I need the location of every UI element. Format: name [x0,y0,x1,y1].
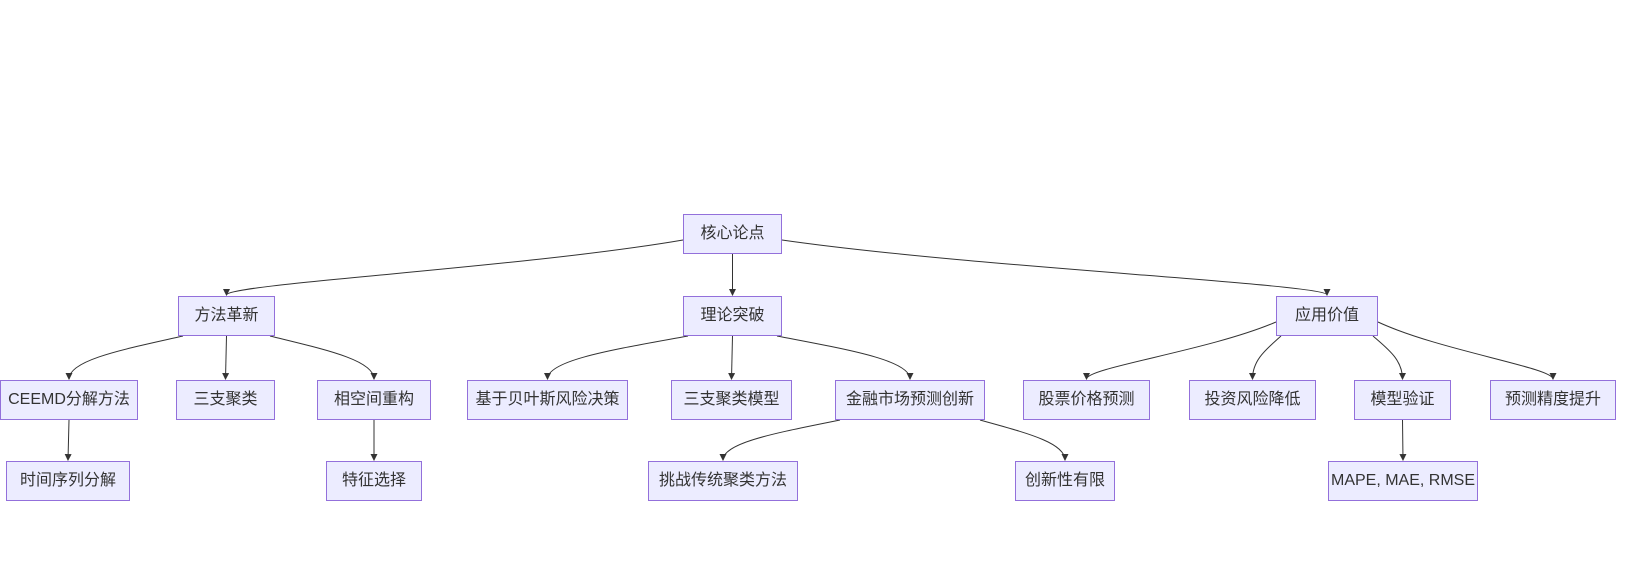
edge-application-to-validation [1372,335,1406,381]
diagram-node-ts-decomp: 时间序列分解 [6,461,130,501]
diagram-node-bayes: 基于贝叶斯风险决策 [467,380,628,420]
diagram-node-limited: 创新性有限 [1015,461,1115,501]
diagram-node-stock: 股票价格预测 [1023,380,1150,420]
edge-method-to-three-way [222,335,230,381]
edge-validation-to-metrics [1399,419,1407,462]
diagram-node-feature: 特征选择 [326,461,422,501]
diagram-node-phase-space: 相空间重构 [317,380,431,420]
diagram-node-application: 应用价值 [1276,296,1378,336]
edge-theory-to-fin-innovation [776,335,914,381]
edge-method-to-ceemd [65,335,184,381]
edge-theory-to-bayes [544,335,689,381]
diagram-node-twc-model: 三支聚类模型 [671,380,792,420]
edge-application-to-risk [1249,335,1282,381]
diagram-node-core: 核心论点 [683,214,782,254]
edge-theory-to-twc-model [728,335,736,381]
diagram-node-challenge: 挑战传统聚类方法 [648,461,798,501]
diagram-node-theory: 理论突破 [683,296,782,336]
diagram-node-three-way: 三支聚类 [176,380,275,420]
diagram-node-fin-innovation: 金融市场预测创新 [835,380,985,420]
diagram-node-accuracy: 预测精度提升 [1490,380,1616,420]
edge-application-to-accuracy [1377,321,1557,381]
edge-fin-innovation-to-challenge [719,419,841,462]
edge-application-to-stock [1083,321,1277,381]
diagram-node-metrics: MAPE, MAE, RMSE [1328,461,1478,501]
diagram-node-validation: 模型验证 [1354,380,1451,420]
edge-fin-innovation-to-limited [979,419,1069,462]
diagram-node-risk: 投资风险降低 [1189,380,1316,420]
edge-core-to-application [781,239,1331,297]
edge-ceemd-to-ts-decomp [64,419,72,462]
edge-group [64,239,1557,462]
edge-core-to-method [223,239,684,297]
diagram-node-method: 方法革新 [178,296,275,336]
edge-method-to-phase-space [269,335,378,381]
diagram-node-ceemd: CEEMD分解方法 [0,380,138,420]
